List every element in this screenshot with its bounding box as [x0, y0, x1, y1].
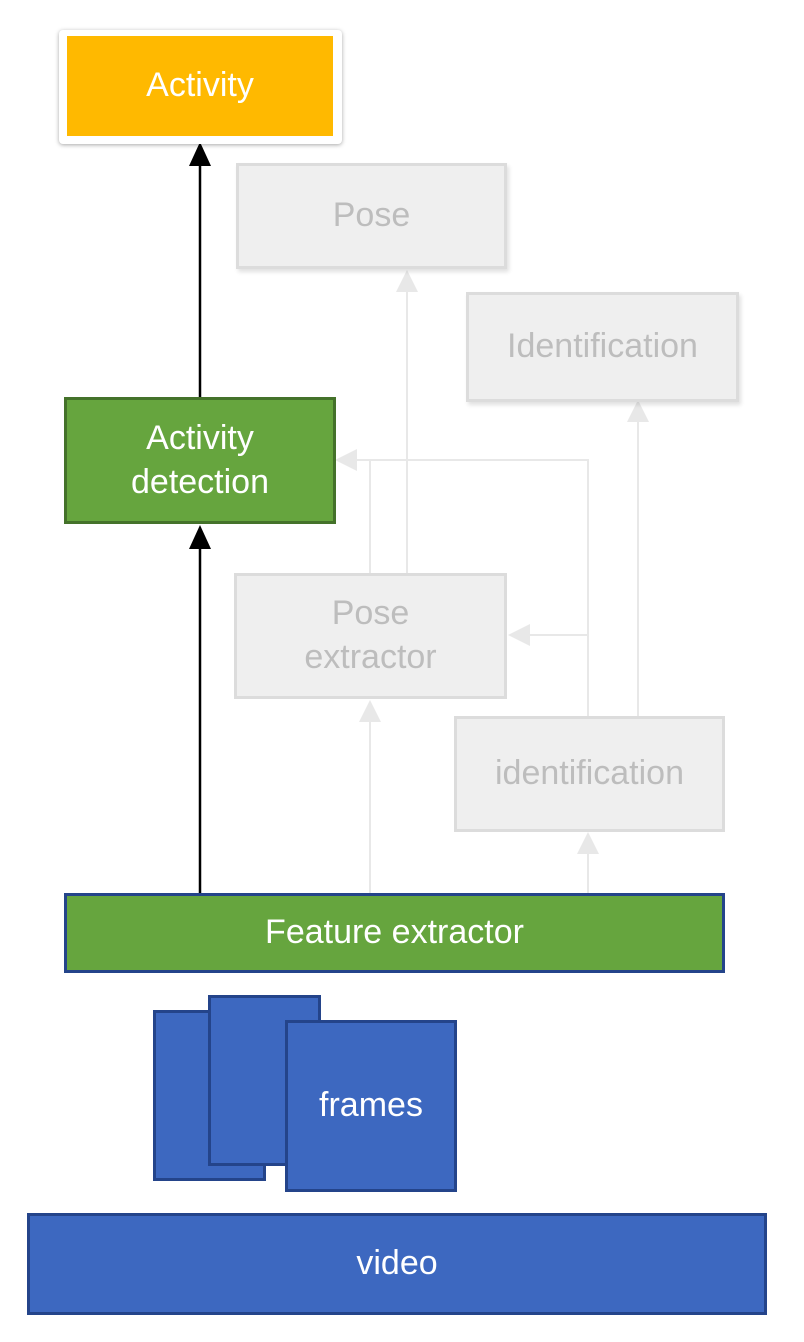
feature-extractor-node: Feature extractor [64, 893, 725, 973]
activity-node: Activity [59, 30, 342, 144]
pose-extractor-node: Pose extractor [234, 573, 507, 699]
active-arrows [189, 142, 211, 893]
activity-node-fill: Activity [67, 36, 333, 136]
activity-detection-node: Activity detection [64, 397, 336, 524]
pose-label: Pose [332, 196, 411, 235]
frames-node: frames [285, 1020, 457, 1192]
feature-extractor-label: Feature extractor [265, 913, 524, 952]
activity-detection-label: Activity detection [131, 418, 269, 501]
arrow-identification-to-activity-detection [355, 459, 589, 716]
activity-label: Activity [146, 66, 254, 105]
identification-node: Identification [466, 292, 739, 402]
identification-label: Identification [507, 327, 698, 366]
identification-module-node: identification [454, 716, 725, 832]
identification-module-label: identification [494, 754, 684, 793]
frames-label: frames [319, 1086, 423, 1125]
video-node: video [27, 1213, 767, 1315]
inactive-arrows [335, 270, 649, 893]
pose-extractor-label: Pose extractor [304, 594, 437, 676]
video-label: video [356, 1244, 438, 1283]
pose-node: Pose [236, 163, 507, 269]
